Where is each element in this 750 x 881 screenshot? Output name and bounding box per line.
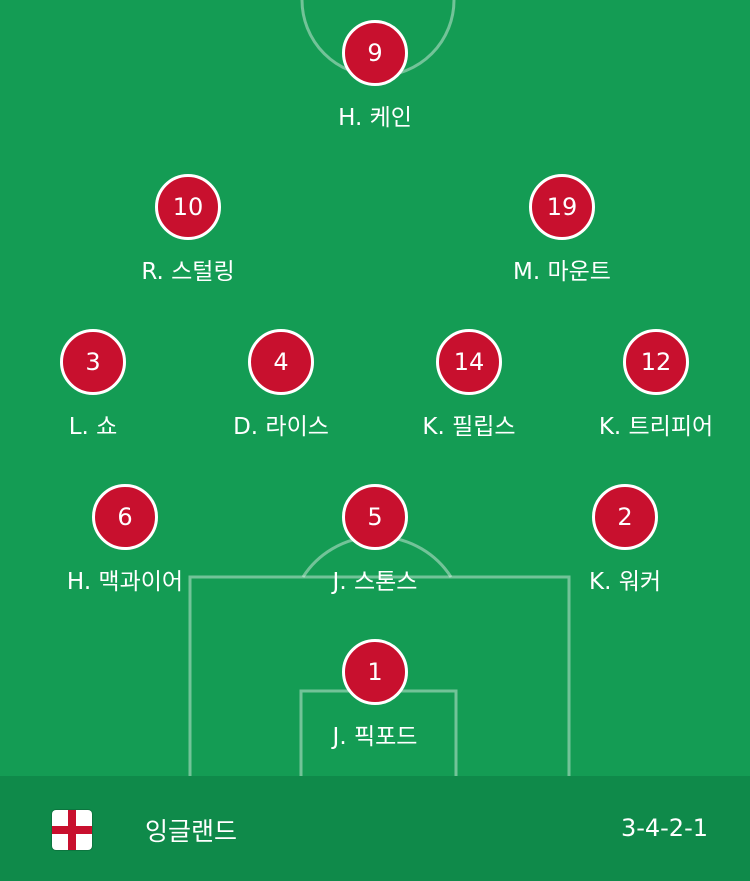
player-name: J. 픽포드 bbox=[332, 724, 418, 750]
player-number-badge: 6 bbox=[92, 484, 158, 550]
player-name: K. 트리피어 bbox=[598, 414, 714, 440]
player-card[interactable]: 4 D. 라이스 bbox=[181, 329, 381, 441]
player-name: M. 마운트 bbox=[513, 259, 611, 285]
player-number-badge: 5 bbox=[342, 484, 408, 550]
player-name: D. 라이스 bbox=[233, 414, 329, 440]
team-name: 잉글랜드 bbox=[145, 817, 238, 846]
player-number-badge: 12 bbox=[623, 329, 689, 395]
formation-label: 3-4-2-1 bbox=[620, 814, 708, 842]
player-name: K. 워커 bbox=[588, 569, 662, 595]
player-card[interactable]: 10 R. 스털링 bbox=[88, 174, 288, 286]
player-number-badge: 4 bbox=[248, 329, 314, 395]
player-card[interactable]: 14 K. 필립스 bbox=[369, 329, 569, 441]
team-footer bbox=[0, 776, 750, 881]
player-card[interactable]: 12 K. 트리피어 bbox=[556, 329, 750, 441]
player-name: K. 필립스 bbox=[422, 414, 516, 440]
player-number-badge: 19 bbox=[529, 174, 595, 240]
player-name: J. 스톤스 bbox=[332, 569, 418, 595]
pitch: 9 H. 케인 10 R. 스털링 19 M. 마운트 3 L. 쇼 4 D. … bbox=[0, 0, 750, 776]
player-number-badge: 2 bbox=[592, 484, 658, 550]
player-card[interactable]: 1 J. 픽포드 bbox=[275, 639, 475, 751]
penalty-area bbox=[188, 575, 571, 776]
player-card[interactable]: 5 J. 스톤스 bbox=[275, 484, 475, 596]
flag-cross-vertical bbox=[68, 810, 76, 850]
player-card[interactable]: 2 K. 워커 bbox=[525, 484, 725, 596]
player-card[interactable]: 9 H. 케인 bbox=[275, 20, 475, 132]
player-name: L. 쇼 bbox=[68, 414, 118, 440]
player-number-badge: 14 bbox=[436, 329, 502, 395]
player-number-badge: 3 bbox=[60, 329, 126, 395]
player-name: H. 케인 bbox=[338, 105, 412, 131]
england-flag-icon bbox=[52, 810, 92, 850]
player-number-badge: 9 bbox=[342, 20, 408, 86]
player-card[interactable]: 3 L. 쇼 bbox=[0, 329, 193, 441]
player-number-badge: 10 bbox=[155, 174, 221, 240]
player-card[interactable]: 19 M. 마운트 bbox=[462, 174, 662, 286]
player-number-badge: 1 bbox=[342, 639, 408, 705]
player-name: R. 스털링 bbox=[141, 259, 235, 285]
player-card[interactable]: 6 H. 맥과이어 bbox=[25, 484, 225, 596]
player-name: H. 맥과이어 bbox=[66, 569, 184, 595]
